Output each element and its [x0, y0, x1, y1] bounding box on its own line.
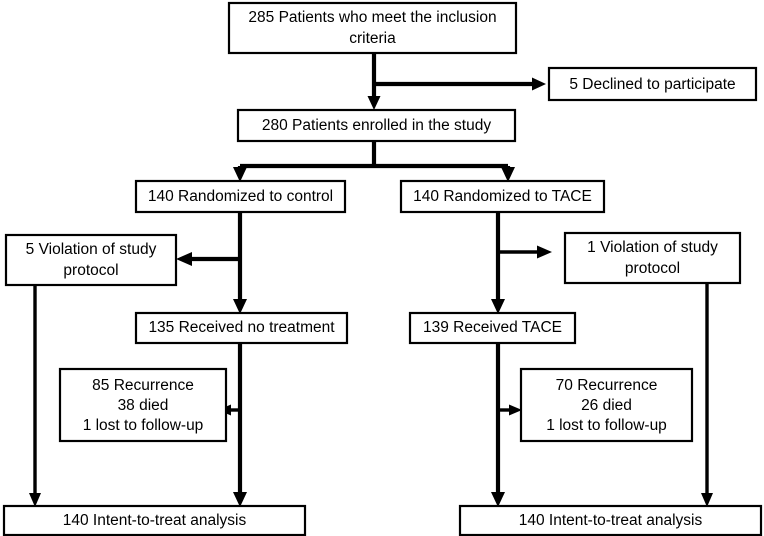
node-inclusion-line2: criteria — [349, 30, 396, 47]
node-randomized-tace[interactable]: 140 Randomized to TACE — [399, 179, 606, 214]
arrowhead-control-to-no-treatment — [233, 299, 247, 314]
node-outcomes-tace[interactable]: 70 Recurrence 26 died 1 lost to follow-u… — [519, 367, 694, 443]
node-enrolled-line1: 280 Patients enrolled in the study — [262, 117, 491, 134]
node-inclusion-line1: 285 Patients who meet the inclusion — [248, 9, 496, 26]
node-violation-control-line1: 5 Violation of study — [26, 241, 157, 258]
node-randomized-control-box — [134, 179, 347, 214]
node-randomized-control[interactable]: 140 Randomized to control — [134, 179, 347, 214]
node-violation-control[interactable]: 5 Violation of study protocol — [4, 233, 178, 287]
arrowhead-split-to-tace — [501, 167, 515, 182]
node-enrolled-box — [236, 108, 517, 143]
node-violation-tace-line1: 1 Violation of study — [587, 239, 718, 256]
node-received-tace[interactable]: 139 Received TACE — [408, 311, 577, 345]
node-outcomes-tace-line2: 26 died — [581, 397, 632, 414]
node-itt-control-line1: 140 Intent-to-treat analysis — [63, 512, 247, 529]
node-randomized-control-line1: 140 Randomized to control — [148, 188, 333, 205]
node-outcomes-tace-line3: 1 lost to follow-up — [546, 417, 667, 434]
arrowhead-no-treatment-to-itt — [233, 492, 247, 507]
node-outcomes-control-line2: 38 died — [118, 397, 169, 414]
arrowhead-tace-to-received — [491, 299, 505, 314]
node-violation-tace-line2: protocol — [625, 260, 680, 277]
node-violation-tace-box — [563, 231, 742, 285]
node-declined[interactable]: 5 Declined to participate — [547, 66, 758, 102]
arrowhead-violation-control-to-itt — [29, 493, 41, 507]
arrowhead-control-to-violation — [176, 252, 192, 266]
node-outcomes-control-line3: 1 lost to follow-up — [83, 417, 204, 434]
arrowhead-split-to-control — [233, 167, 247, 182]
node-violation-control-line2: protocol — [63, 262, 118, 279]
node-no-treatment[interactable]: 135 Received no treatment — [134, 311, 349, 345]
node-inclusion-box — [227, 1, 518, 55]
node-enrolled[interactable]: 280 Patients enrolled in the study — [236, 108, 517, 143]
node-outcomes-control-box — [58, 367, 228, 443]
node-itt-tace-box — [458, 504, 763, 536]
node-itt-tace-line1: 140 Intent-to-treat analysis — [519, 512, 703, 529]
arrowhead-inclusion-to-enrolled — [367, 96, 381, 110]
node-declined-line1: 5 Declined to participate — [569, 76, 735, 93]
node-declined-box — [547, 66, 758, 102]
node-violation-control-box — [4, 233, 178, 287]
node-outcomes-tace-line1: 70 Recurrence — [556, 377, 658, 394]
node-no-treatment-box — [134, 311, 349, 345]
node-outcomes-control-line1: 85 Recurrence — [92, 377, 194, 394]
node-itt-control[interactable]: 140 Intent-to-treat analysis — [2, 504, 307, 536]
node-inclusion[interactable]: 285 Patients who meet the inclusion crit… — [227, 1, 518, 55]
arrowhead-received-tace-to-outcomes — [509, 404, 522, 416]
node-outcomes-control[interactable]: 85 Recurrence 38 died 1 lost to follow-u… — [58, 367, 228, 443]
node-randomized-tace-line1: 140 Randomized to TACE — [413, 188, 592, 205]
node-outcomes-tace-box — [519, 367, 694, 443]
arrowhead-received-tace-to-itt — [491, 492, 505, 507]
arrowhead-violation-tace-to-itt — [701, 493, 713, 507]
node-randomized-tace-box — [399, 179, 606, 214]
node-no-treatment-line1: 135 Received no treatment — [148, 319, 335, 336]
node-received-tace-line1: 139 Received TACE — [423, 319, 562, 336]
node-violation-tace[interactable]: 1 Violation of study protocol — [563, 231, 742, 285]
arrowhead-inclusion-to-declined — [532, 77, 546, 91]
node-received-tace-box — [408, 311, 577, 345]
arrowhead-tace-to-violation — [537, 245, 552, 259]
node-itt-tace[interactable]: 140 Intent-to-treat analysis — [458, 504, 763, 536]
node-itt-control-box — [2, 504, 307, 536]
